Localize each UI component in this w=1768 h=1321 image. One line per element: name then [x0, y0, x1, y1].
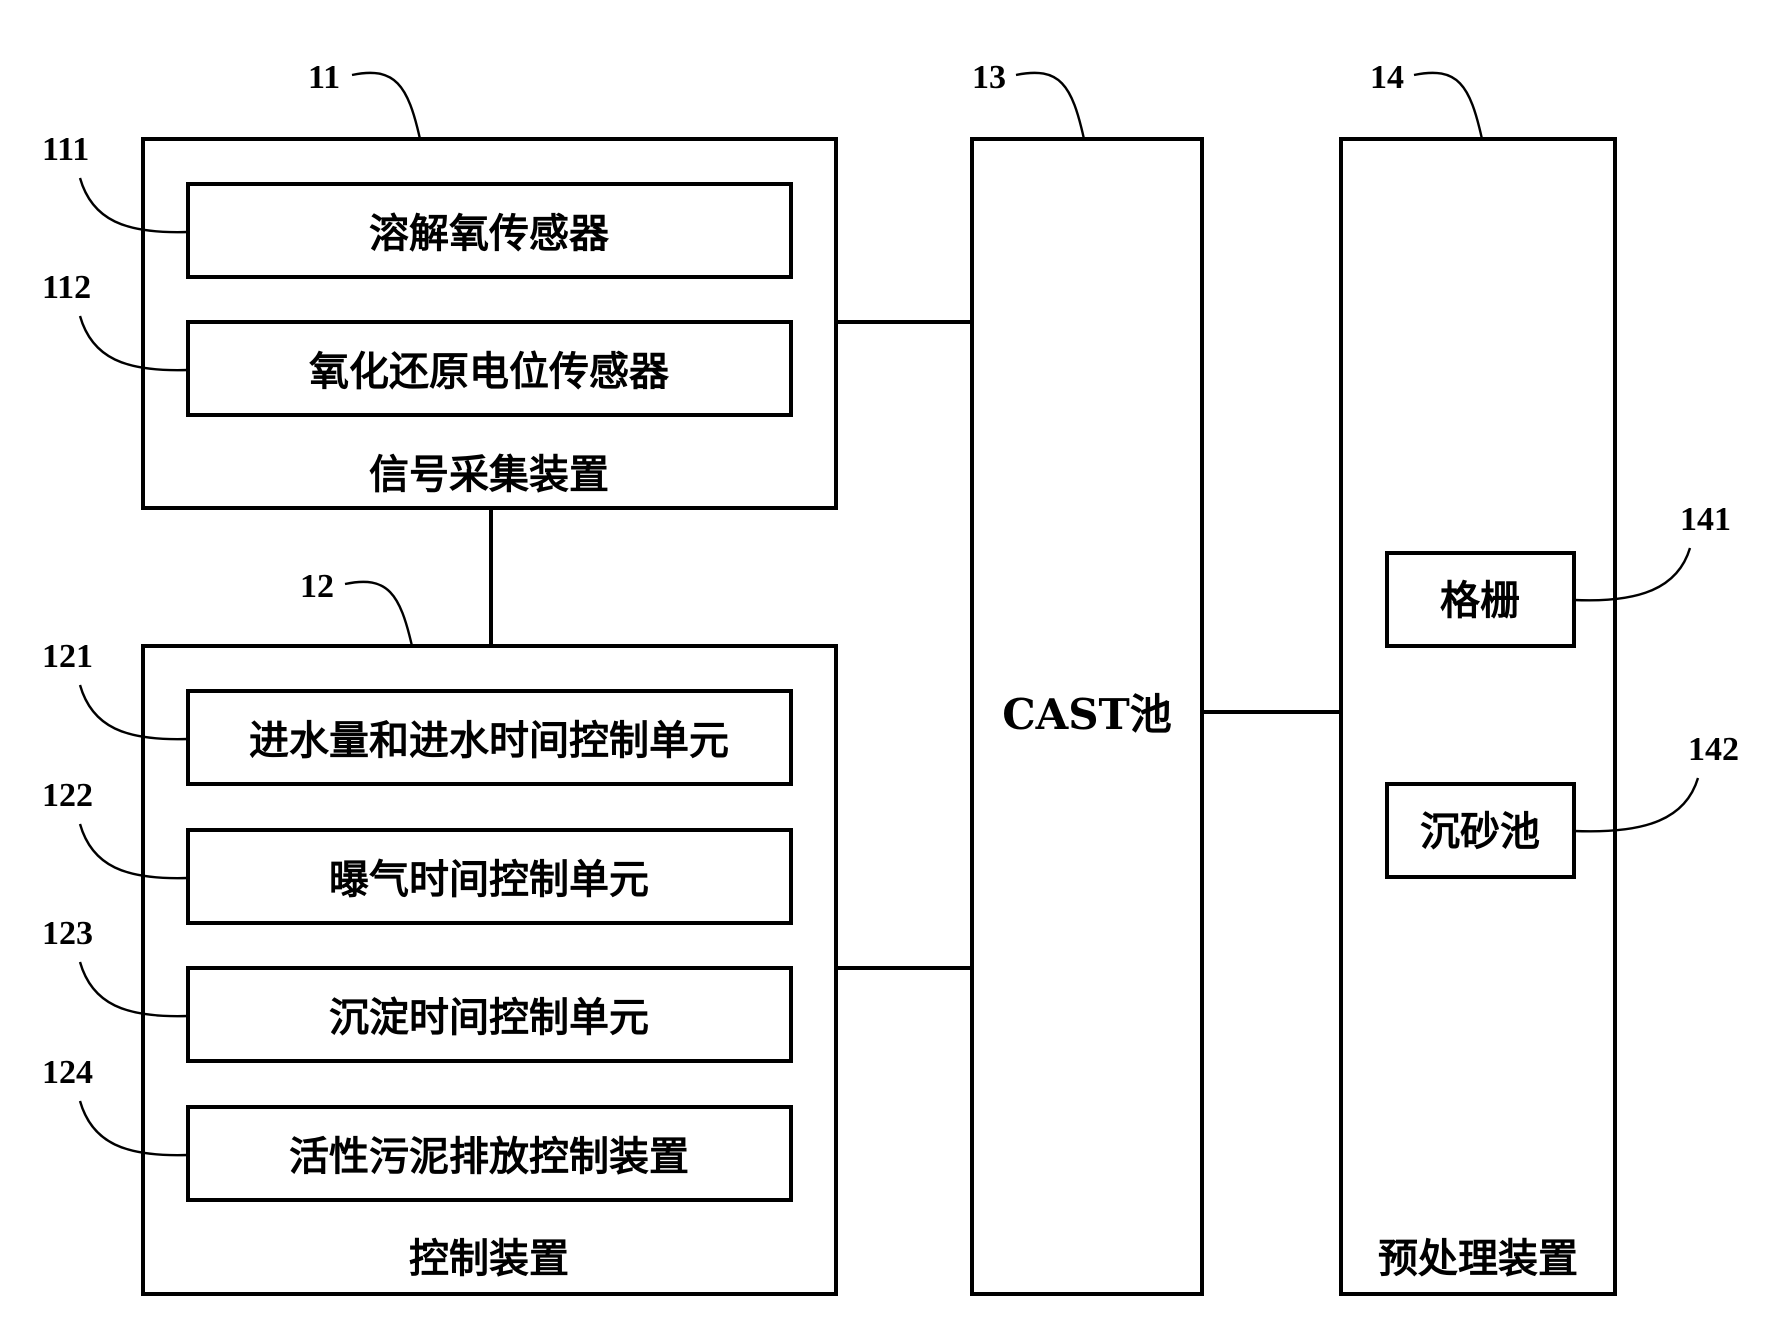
pretreatment-device: 格栅 沉砂池 预处理装置: [1339, 137, 1617, 1296]
leader-111: [78, 177, 189, 234]
ref-number-141: 141: [1680, 501, 1731, 538]
leader-11: [351, 71, 422, 140]
ref-number-13: 13: [972, 59, 1006, 96]
ref-number-14: 14: [1370, 59, 1404, 96]
ref-number-142: 142: [1688, 731, 1739, 768]
aeration-control-unit-label: 曝气时间控制单元: [329, 856, 649, 903]
leader-142: [1573, 777, 1700, 833]
leader-112: [78, 315, 189, 372]
sludge-discharge-control-box: [186, 1105, 793, 1202]
orp-sensor-label: 氧化还原电位传感器: [309, 348, 670, 395]
grille-label: 格栅: [1440, 577, 1520, 624]
settling-control-unit-box: [186, 966, 793, 1063]
grit-chamber-label: 沉砂池: [1420, 808, 1540, 855]
settling-control-unit-label: 沉淀时间控制单元: [329, 994, 649, 1041]
ref-number-11: 11: [308, 59, 340, 96]
inflow-control-unit-box: [186, 689, 793, 786]
leader-12: [344, 580, 414, 647]
ref-number-124: 124: [42, 1054, 93, 1091]
cast-tank: CAST池: [970, 137, 1204, 1296]
grit-chamber-box: [1385, 782, 1576, 879]
leader-141: [1573, 547, 1692, 602]
leader-13: [1015, 71, 1086, 140]
leader-124: [78, 1100, 189, 1157]
do-sensor-box: [186, 182, 793, 279]
ref-number-123: 123: [42, 915, 93, 952]
signal-acquisition-title: 信号采集装置: [369, 451, 609, 498]
cast-tank-box: [970, 137, 1204, 1296]
signal-acquisition-device: 溶解氧传感器 氧化还原电位传感器 信号采集装置: [141, 137, 838, 510]
do-sensor-label: 溶解氧传感器: [369, 210, 610, 257]
leader-123: [78, 961, 189, 1018]
ref-number-111: 111: [42, 131, 89, 168]
leader-122: [78, 823, 189, 880]
ref-number-122: 122: [42, 777, 93, 814]
cast-tank-label: CAST池: [1002, 690, 1172, 739]
pretreatment-box: [1339, 137, 1617, 1296]
grille-box: [1385, 551, 1576, 648]
inflow-control-unit-label: 进水量和进水时间控制单元: [249, 717, 729, 764]
orp-sensor-box: [186, 320, 793, 417]
aeration-control-unit-box: [186, 828, 793, 925]
ref-number-112: 112: [42, 269, 91, 306]
control-device: 进水量和进水时间控制单元 曝气时间控制单元 沉淀时间控制单元 活性污泥排放控制装…: [141, 644, 838, 1296]
pretreatment-title: 预处理装置: [1378, 1235, 1578, 1282]
leader-121: [78, 684, 189, 741]
ref-number-12: 12: [300, 568, 334, 605]
control-device-title: 控制装置: [409, 1235, 569, 1282]
ref-number-121: 121: [42, 638, 93, 675]
sludge-discharge-control-label: 活性污泥排放控制装置: [289, 1133, 689, 1180]
leader-14: [1413, 71, 1484, 140]
